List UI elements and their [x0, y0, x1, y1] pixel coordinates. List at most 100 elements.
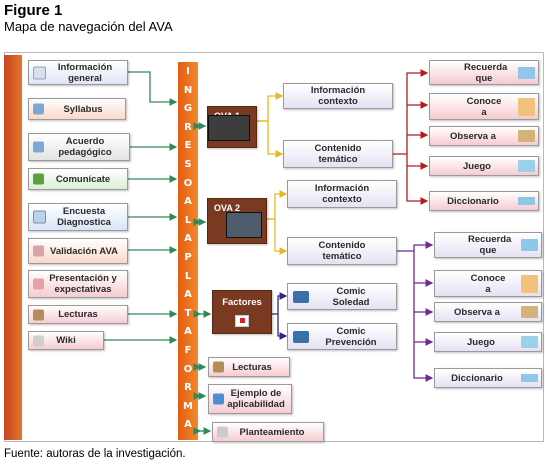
platform-letter: L	[184, 214, 192, 226]
platform-letter: A	[184, 289, 192, 301]
wiki-icon	[33, 335, 44, 346]
document-icon	[33, 66, 46, 79]
node-label: Información contexto	[314, 183, 370, 205]
platform-letter: E	[184, 140, 192, 152]
node-ova-2[interactable]: OVA 2	[207, 198, 267, 244]
node-factores[interactable]: Factores	[212, 290, 272, 334]
platform-letter: O	[183, 363, 193, 375]
node-label: Información general	[57, 61, 113, 84]
observe-icon	[518, 130, 535, 142]
node-label: Comic Soledad	[332, 285, 370, 308]
node-label: Acuerdo pedagógico	[58, 136, 112, 158]
node-label: Encuesta Diagnostica	[57, 206, 111, 228]
node-syllabus[interactable]: Syllabus	[28, 98, 126, 120]
platform-letter: R	[184, 121, 192, 133]
platform-letter: P	[184, 252, 192, 263]
platform-letter: M	[183, 400, 193, 412]
platform-letter: I	[186, 66, 190, 77]
node-t1-observa-a[interactable]: Observa a	[429, 126, 539, 146]
node-presentacion-expectativas[interactable]: Presentación y expectativas	[28, 270, 128, 298]
platform-letter: F	[184, 345, 192, 356]
node-label: Información contexto	[310, 85, 366, 107]
node-lecturas[interactable]: Lecturas	[28, 305, 128, 324]
node-t2-juego[interactable]: Juego	[434, 332, 542, 352]
figure-source: Fuente: autoras de la investigación.	[4, 448, 186, 460]
link-informacion-general	[121, 68, 178, 106]
game-icon	[518, 160, 535, 172]
node-bottom-lecturas[interactable]: Lecturas	[208, 357, 290, 377]
node-informacion-general[interactable]: Información general	[28, 60, 128, 85]
platform-letter: A	[184, 419, 192, 431]
node-label: Comunícate	[55, 173, 111, 185]
node-t1-juego[interactable]: Juego	[429, 156, 539, 176]
node-label: Lecturas	[232, 361, 272, 373]
node-label: Factores	[222, 297, 262, 308]
node-ova-1[interactable]: OVA 1	[207, 106, 257, 148]
platform-letter: A	[184, 196, 192, 208]
platform-letter: L	[184, 270, 192, 282]
example-icon	[213, 393, 224, 405]
comic-icon	[293, 290, 309, 303]
node-ova2-contenido-tematico[interactable]: Contenido temático	[287, 237, 397, 265]
node-acuerdo-pedagogico[interactable]: Acuerdo pedagógico	[28, 133, 130, 161]
platform-letter: O	[183, 177, 193, 189]
note-icon	[518, 66, 535, 79]
ova-thumbnail-icon	[226, 212, 262, 238]
book-icon	[33, 103, 44, 115]
node-label: Diccionario	[447, 195, 499, 207]
figure-subtitle: Mapa de navegación del AVA	[4, 19, 173, 34]
presentation-icon	[33, 278, 44, 290]
node-t2-recuerda-que[interactable]: Recuerda que	[434, 232, 542, 258]
node-comic-soledad[interactable]: Comic Soledad	[287, 283, 397, 310]
platform-entry-strip	[178, 62, 198, 440]
node-t2-conoce-a[interactable]: Conoce a	[434, 270, 542, 297]
node-label: Juego	[463, 160, 491, 172]
node-label: Wiki	[56, 335, 76, 346]
game-icon	[521, 336, 538, 348]
figure-title: Figure 1	[4, 2, 63, 19]
node-ova1-contenido-tematico[interactable]: Contenido temático	[283, 140, 393, 168]
node-label: Juego	[467, 336, 495, 348]
node-label: Conoce a	[470, 272, 506, 295]
question-icon	[217, 426, 228, 438]
comic-icon	[293, 330, 309, 343]
node-label: Recuerda que	[468, 234, 512, 256]
node-t2-observa-a[interactable]: Observa a	[434, 302, 542, 322]
chat-icon	[33, 173, 44, 185]
reading-icon	[33, 309, 44, 320]
node-comic-prevencion[interactable]: Comic Prevención	[287, 323, 397, 350]
node-wiki[interactable]: Wiki	[28, 331, 104, 350]
node-label: OVA 2	[214, 203, 241, 213]
node-planteamiento[interactable]: Planteamiento	[212, 422, 324, 442]
character-icon	[518, 97, 535, 116]
platform-letter: R	[184, 382, 192, 394]
ova-thumbnail-icon	[208, 115, 250, 141]
platform-letter: T	[184, 307, 192, 319]
platform-letter: S	[184, 159, 192, 170]
node-label: Contenido temático	[318, 240, 366, 262]
node-label: Syllabus	[63, 103, 103, 115]
node-encuesta-diagnostica[interactable]: Encuesta Diagnostica	[28, 203, 128, 231]
node-label: Comic Prevención	[325, 325, 377, 348]
node-ova2-informacion-contexto[interactable]: Información contexto	[287, 180, 397, 208]
survey-icon	[33, 210, 46, 224]
node-validacion-ava[interactable]: Validación AVA	[28, 238, 128, 264]
node-t1-diccionario[interactable]: Diccionario	[429, 191, 539, 211]
dictionary-icon	[518, 197, 535, 205]
observe-icon	[521, 306, 538, 318]
node-label: Contenido temático	[314, 143, 362, 165]
node-label: Recuerda que	[464, 61, 508, 84]
node-comunicate[interactable]: Comunícate	[28, 168, 128, 190]
node-t2-diccionario[interactable]: Diccionario	[434, 368, 542, 388]
handshake-icon	[33, 141, 44, 153]
checklist-icon	[33, 245, 44, 257]
node-ova1-informacion-contexto[interactable]: Información contexto	[283, 83, 393, 109]
node-ejemplo-aplicabilidad[interactable]: Ejemplo de aplicabilidad	[208, 384, 292, 414]
node-t1-recuerda-que[interactable]: Recuerda que	[429, 60, 539, 85]
factores-icon	[235, 315, 249, 327]
character-icon	[521, 274, 538, 293]
node-t1-conoce-a[interactable]: Conoce a	[429, 93, 539, 120]
node-label: Lecturas	[58, 309, 98, 320]
platform-letter: A	[184, 233, 192, 245]
